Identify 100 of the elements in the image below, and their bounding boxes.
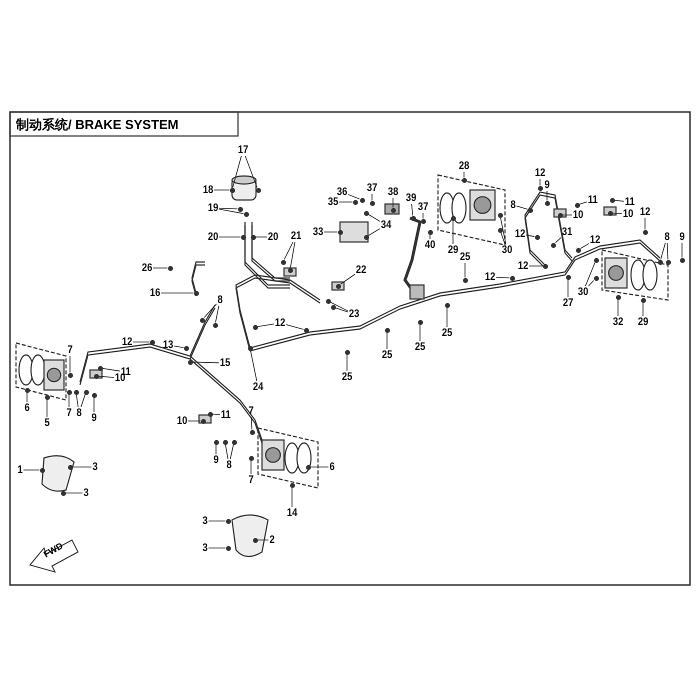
leader-line (250, 350, 258, 382)
callout-number: 12 (484, 271, 496, 283)
callout-number: 28 (458, 160, 470, 172)
callout-number: 8 (226, 459, 232, 471)
part-dot (428, 230, 432, 234)
part-dot (40, 468, 44, 472)
part-dot (576, 248, 580, 252)
part-dot (360, 198, 364, 202)
leader-line (579, 202, 588, 205)
leader-line (230, 444, 234, 460)
part-dot (642, 230, 648, 234)
part-dot (290, 482, 294, 488)
callout-number: 25 (460, 251, 470, 263)
callout-number: 8 (217, 294, 223, 306)
part-dot (24, 388, 30, 392)
callout-number: 25 (442, 327, 452, 339)
leader-line (188, 420, 201, 422)
callout-number: 9 (91, 412, 97, 424)
part-dot (250, 234, 256, 240)
leader-line (346, 354, 348, 372)
leader-line (72, 466, 92, 468)
leader-line (244, 156, 258, 188)
part-dot (98, 366, 102, 370)
part-dot (566, 274, 570, 280)
leader-line (286, 324, 304, 330)
part-dot (68, 372, 72, 378)
callout-number: 29 (638, 316, 648, 328)
leader-line (335, 307, 348, 312)
callout-number: 25 (342, 371, 352, 383)
part-dot (232, 440, 236, 444)
leader-line (516, 206, 528, 210)
part-dot (544, 200, 550, 206)
part-dot (330, 304, 336, 310)
leader-line (68, 394, 70, 408)
part-dot (326, 298, 330, 304)
part-dot (534, 234, 540, 240)
part-dot (336, 284, 340, 288)
part-dot (60, 490, 66, 496)
part-dot (462, 178, 466, 182)
callout-number: 16 (150, 287, 160, 299)
part-dot (252, 324, 258, 330)
part-dot (344, 350, 350, 354)
leader-line (284, 242, 294, 260)
part-dot (200, 318, 204, 322)
callout-number: 12 (518, 260, 528, 272)
leader-line (65, 492, 83, 494)
leader-line (250, 416, 252, 430)
callout-number: 31 (562, 226, 572, 238)
part-dot (150, 340, 154, 344)
part-dot (256, 188, 260, 192)
part-dot (542, 264, 548, 268)
callout-number: 12 (640, 206, 650, 218)
callout-number: 18 (202, 184, 214, 196)
part-dot (538, 186, 542, 190)
callout-number: 27 (562, 297, 574, 309)
leader-line (386, 332, 388, 350)
leader-line (98, 376, 114, 378)
part-dot (214, 440, 218, 444)
leader-line (368, 214, 380, 222)
part-dot (616, 294, 620, 300)
part-dot (680, 258, 684, 262)
part-dot (498, 228, 502, 232)
callout-number: 23 (348, 308, 360, 320)
callout-number: 39 (406, 192, 416, 204)
callout-number: 11 (588, 194, 598, 206)
part-dot (248, 346, 252, 350)
leader-line (160, 292, 194, 294)
callout-number: 9 (679, 231, 685, 243)
leader-line (644, 218, 646, 230)
part-dot (364, 210, 368, 216)
leader-line (526, 234, 535, 237)
part-dot (288, 268, 292, 272)
leader-line (464, 262, 466, 278)
callout-number: 3 (202, 542, 208, 554)
leader-line (174, 346, 184, 348)
callout-number: 12 (122, 336, 132, 348)
leader-line (218, 208, 238, 210)
callout-number: 10 (572, 209, 584, 221)
callout-number: 12 (590, 234, 600, 246)
part-dot (222, 440, 228, 444)
part-dot (250, 430, 254, 434)
part-dot (226, 518, 230, 524)
part-dot (510, 276, 514, 280)
leader-line (330, 302, 348, 312)
callout-number: 12 (514, 228, 526, 240)
leader-line (204, 304, 217, 318)
callout-number: 30 (578, 286, 588, 298)
part-dot (68, 464, 72, 470)
callout-number: 11 (220, 409, 231, 421)
part-dot (244, 212, 248, 216)
callout-number: 38 (388, 186, 398, 198)
leader-line (642, 302, 644, 316)
callout-number: 9 (544, 179, 550, 191)
callout-number: 34 (380, 219, 392, 231)
leader-line (588, 280, 594, 286)
callout-number: 20 (268, 231, 278, 243)
part-dot (420, 218, 426, 224)
callout-number: 14 (286, 507, 298, 519)
leader-line (422, 212, 424, 219)
part-dot (364, 234, 368, 240)
